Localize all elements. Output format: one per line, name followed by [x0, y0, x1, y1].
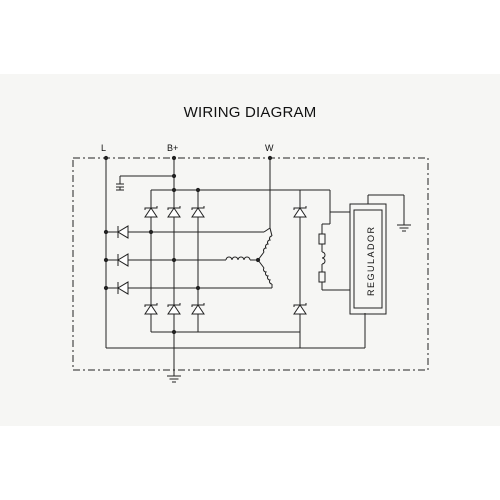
terminal-b-plus-label: B+: [167, 143, 178, 153]
zener-diode-upper-3: [191, 206, 205, 218]
zener-diode-lower-2: [167, 303, 181, 315]
exciter-diode-2: [117, 253, 129, 267]
zener-diode-upper-1: [144, 206, 158, 218]
terminal-l-label: L: [101, 143, 106, 153]
terminal-b-plus-line: [120, 155, 350, 213]
stator-winding: [220, 227, 273, 288]
terminal-w-line: [267, 155, 273, 228]
negative-bus: [151, 329, 300, 376]
zener-diode-upper-2: [167, 206, 181, 218]
diagram-panel: [0, 74, 500, 426]
ground-symbol-bottom: [167, 375, 181, 383]
zener-diode-lower-4: [293, 303, 307, 315]
zener-diode-lower-1: [144, 303, 158, 315]
diagram-title: WIRING DIAGRAM: [183, 104, 317, 121]
rotor-field-coil: [318, 212, 350, 291]
zener-diode-lower-3: [191, 303, 205, 315]
regulator-box: [349, 200, 387, 315]
housing-outline: [72, 157, 429, 371]
ground-symbol-regulator: [367, 194, 411, 232]
zener-diode-upper-4: [293, 206, 307, 218]
capacitor-symbol: [116, 176, 124, 191]
exciter-diode-3: [117, 281, 129, 295]
regulator-label: REGULADOR: [366, 225, 376, 296]
exciter-diode-1: [117, 225, 129, 239]
terminal-w-label: W: [265, 143, 274, 153]
terminal-l-line: [103, 155, 366, 349]
